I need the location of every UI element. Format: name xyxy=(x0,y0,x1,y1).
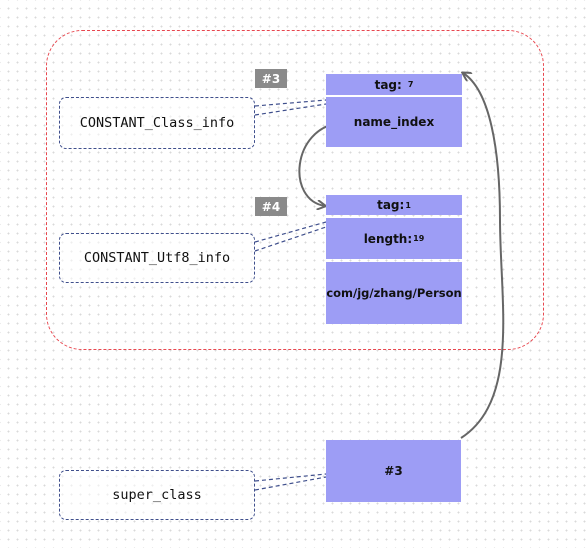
tag-value: 1 xyxy=(405,200,411,210)
label-text: CONSTANT_Class_info xyxy=(79,115,235,131)
label-super-class: super_class xyxy=(59,470,255,520)
length-label: length: xyxy=(363,231,413,246)
super-class-value: #3 xyxy=(384,464,403,478)
label-constant-class-info: CONSTANT_Class_info xyxy=(59,97,255,149)
name-index-label: name_index xyxy=(353,115,435,129)
curved-arrow-icon xyxy=(461,73,505,439)
label-constant-utf8-info: CONSTANT_Utf8_info xyxy=(59,233,255,283)
label-text: super_class xyxy=(112,487,202,503)
tag-label: tag: xyxy=(374,77,402,92)
length-value: 19 xyxy=(413,234,425,243)
tag-value: 7 xyxy=(407,80,414,89)
bytes-value: com/jg/zhang/Person xyxy=(326,286,462,300)
super-class-value-cell: #3 xyxy=(326,440,461,502)
utf8-length-cell: length: 19 xyxy=(326,218,462,259)
class-info-name-index-cell: name_index xyxy=(326,97,462,147)
class-info-tag-cell: tag: 7 xyxy=(326,74,462,95)
dashed-connector-icon xyxy=(254,99,327,491)
tag-label: tag: xyxy=(377,198,405,212)
label-text: CONSTANT_Utf8_info xyxy=(83,250,231,266)
ref-tag-3: #3 xyxy=(255,69,287,88)
constant-pool-group-border xyxy=(46,30,544,350)
utf8-tag-cell: tag: 1 xyxy=(326,195,462,215)
utf8-bytes-cell: com/jg/zhang/Person xyxy=(326,262,462,324)
ref-tag-4: #4 xyxy=(255,197,287,216)
curved-arrow-icon xyxy=(298,122,341,206)
